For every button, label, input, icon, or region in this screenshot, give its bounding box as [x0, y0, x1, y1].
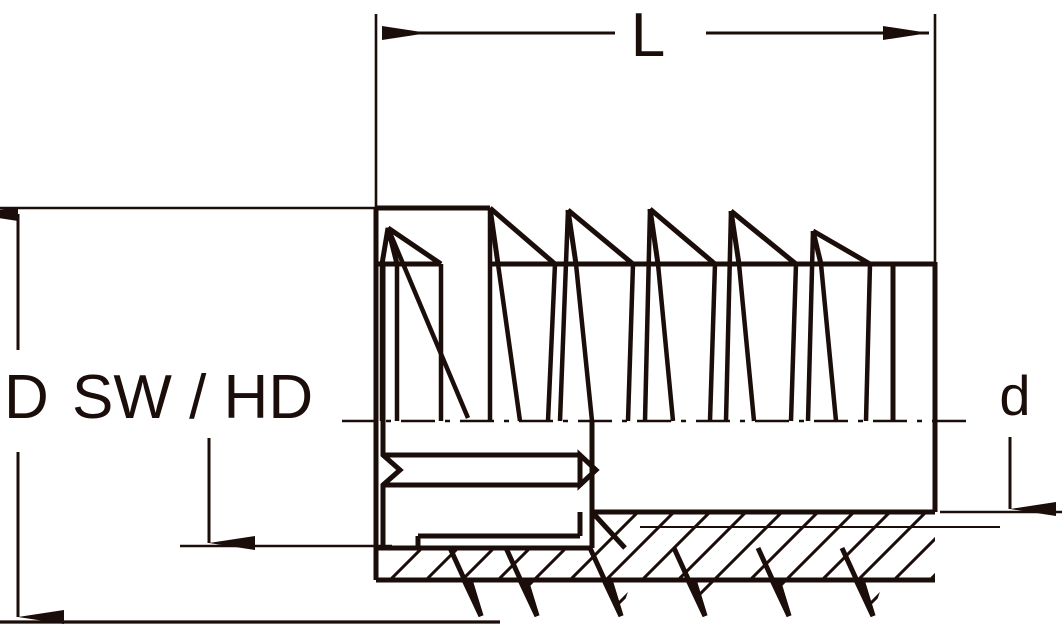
- bottom-tooth-slant-5: [839, 546, 876, 618]
- section-hatching: [376, 512, 935, 612]
- cavity-chamfer: [590, 510, 627, 550]
- helix-inner-0d: [385, 227, 471, 419]
- helix-inner-5b: [818, 263, 839, 422]
- helix-inner-3b: [655, 263, 676, 422]
- bottom-tooth-slant-3: [671, 546, 708, 618]
- helix-inner-4b: [736, 263, 757, 422]
- external-thread-bottom: [376, 546, 935, 618]
- helix-inner-4a: [723, 210, 734, 422]
- helix-inner-2a: [557, 209, 571, 422]
- body-walls: [373, 208, 935, 580]
- body-right-end: [890, 262, 938, 512]
- bottom-tooth-slant-0: [447, 546, 484, 618]
- bore-left-chamfer: [380, 264, 404, 548]
- thread-helix-top-1: [488, 206, 557, 266]
- thread-helix-top-4: [729, 209, 798, 266]
- helix-inner-1c: [545, 263, 558, 422]
- helix-inner-2c: [625, 263, 636, 422]
- dimension-label-length: L: [631, 1, 665, 70]
- external-thread-top: [376, 205, 935, 267]
- dimension-arrows: [0, 26, 1056, 624]
- thread-helix-top-3: [648, 207, 717, 266]
- thread-helix-top-0: [386, 225, 443, 267]
- helix-inner-1b: [495, 263, 523, 422]
- dimension-label-outer-diameter: D: [4, 363, 49, 432]
- bottom-tooth-slant-1: [503, 546, 540, 618]
- hex-socket-tip: [577, 449, 600, 491]
- thread-helix-top-2: [566, 208, 635, 266]
- helix-inner-3a: [642, 208, 653, 422]
- bottom-tooth-slant-2: [587, 546, 624, 618]
- bottom-tooth-slant-4: [755, 546, 792, 618]
- helix-inner-4c: [788, 263, 799, 422]
- dimension-label-drive-socket: SW / HD: [72, 363, 313, 432]
- helix-inner-2b: [573, 263, 595, 422]
- helix-inner-5c: [863, 263, 873, 422]
- dimension-label-inner-diameter: d: [999, 364, 1030, 427]
- helix-inner-5a: [805, 230, 816, 422]
- thread-helix-top-5: [811, 228, 872, 267]
- helix-inner-3c: [707, 263, 718, 422]
